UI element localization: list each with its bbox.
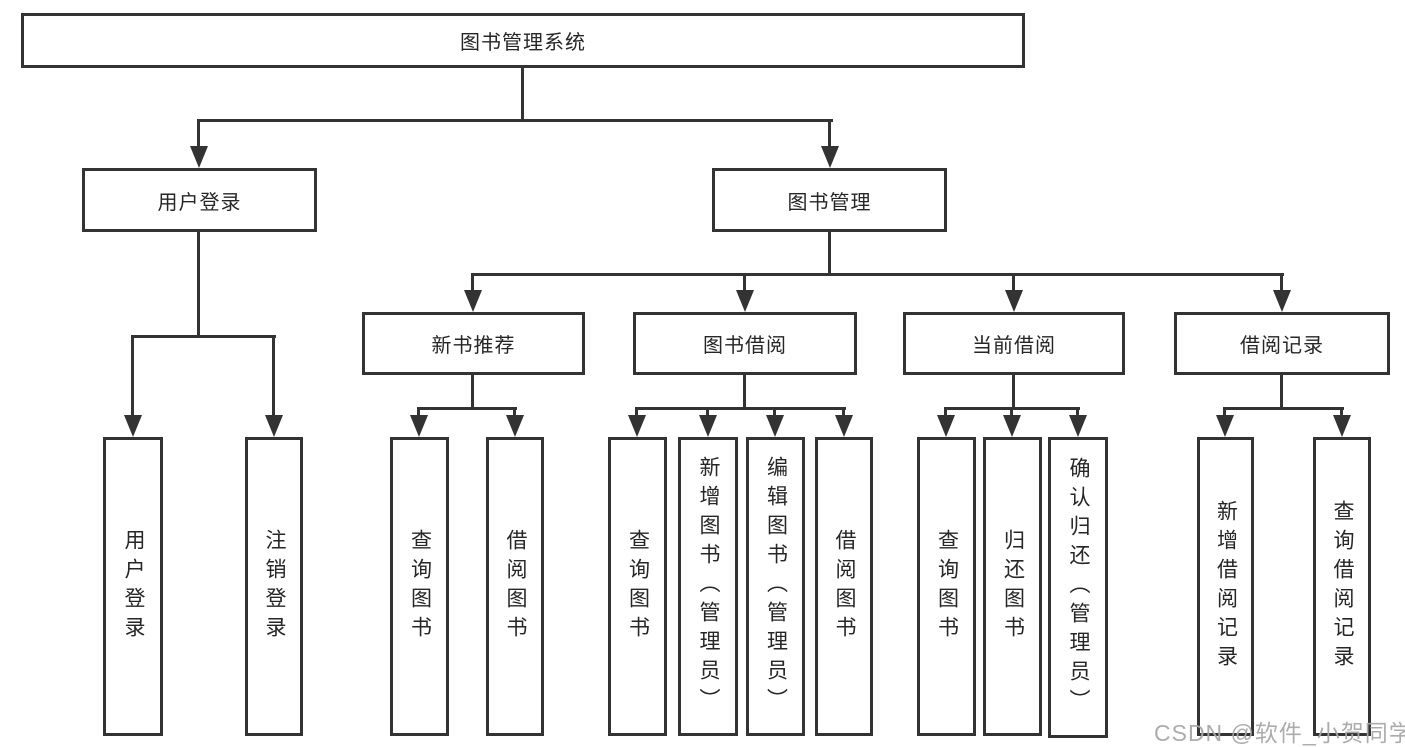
connector-cb-leaf3 xyxy=(1076,408,1079,418)
arrowhead-br-leaf2 xyxy=(1333,415,1351,437)
connector-user-login-split xyxy=(131,335,276,338)
node-root: 图书管理系统 xyxy=(21,13,1025,68)
node-new-book-recommend-label: 新书推荐 xyxy=(431,335,516,357)
connector-bb-leaf3 xyxy=(773,408,776,418)
connector-br-leaf1 xyxy=(1223,408,1226,418)
leaf-br-add-record-label: 新增借阅记录 xyxy=(1214,499,1238,674)
node-root-label: 图书管理系统 xyxy=(460,32,586,54)
arrowhead-bb-leaf1 xyxy=(628,415,646,437)
leaf-user-login: 用户登录 xyxy=(103,437,163,736)
node-borrow-records: 借阅记录 xyxy=(1174,312,1390,375)
arrowhead-cb-leaf2 xyxy=(1003,415,1021,437)
leaf-bb-edit-books-admin: 编辑图书（管理员） xyxy=(746,437,805,736)
connector-root-split xyxy=(197,119,833,122)
node-book-borrow: 图书借阅 xyxy=(633,312,857,375)
leaf-nb-borrow-books-label: 借阅图书 xyxy=(504,528,527,645)
arrowhead-bb-leaf3 xyxy=(766,415,784,437)
connector-to-book-management xyxy=(828,120,831,148)
arrowhead-book-borrow xyxy=(736,290,754,312)
connector-nb-leaf1 xyxy=(417,408,420,418)
leaf-bb-add-books-admin-label: 新增图书（管理员） xyxy=(697,456,720,717)
arrowhead-new-book xyxy=(464,290,482,312)
leaf-bb-add-books-admin: 新增图书（管理员） xyxy=(678,437,738,736)
node-new-book-recommend: 新书推荐 xyxy=(362,312,585,375)
arrowhead-logout-leaf xyxy=(265,415,283,437)
node-book-management: 图书管理 xyxy=(712,168,947,232)
connector-book-management-split xyxy=(471,273,1284,276)
leaf-nb-query-books-label: 查询图书 xyxy=(408,528,432,645)
connector-bb-leaf4 xyxy=(842,408,845,418)
connector-cb-leaf2 xyxy=(1010,408,1013,418)
leaf-br-query-record-label: 查询借阅记录 xyxy=(1331,499,1354,674)
connector-to-user-login xyxy=(197,120,200,148)
connector-to-logout-leaf xyxy=(272,336,275,416)
leaf-nb-borrow-books: 借阅图书 xyxy=(486,437,544,736)
connector-new-book-stem xyxy=(471,375,474,409)
connector-book-borrow-split xyxy=(635,407,846,410)
connector-to-book-borrow xyxy=(743,274,746,291)
arrowhead-bb-leaf2 xyxy=(699,415,717,437)
leaf-cb-query-books-label: 查询图书 xyxy=(935,528,959,645)
leaf-logout-label: 注销登录 xyxy=(263,528,286,645)
leaf-br-query-record: 查询借阅记录 xyxy=(1313,437,1371,736)
arrowhead-user-login xyxy=(190,146,208,168)
leaf-nb-query-books: 查询图书 xyxy=(390,437,449,736)
connector-user-login-stem xyxy=(197,232,200,337)
arrowhead-cb-leaf3 xyxy=(1069,415,1087,437)
node-user-login: 用户登录 xyxy=(82,168,317,232)
arrowhead-br-leaf1 xyxy=(1216,415,1234,437)
arrowhead-nb-leaf2 xyxy=(506,415,524,437)
leaf-br-add-record: 新增借阅记录 xyxy=(1197,437,1254,736)
arrowhead-nb-leaf1 xyxy=(410,415,428,437)
connector-br-leaf2 xyxy=(1340,408,1343,418)
node-book-management-label: 图书管理 xyxy=(787,191,872,214)
connector-nb-leaf2 xyxy=(513,408,516,418)
arrowhead-cb-leaf1 xyxy=(937,415,955,437)
connector-book-management-stem xyxy=(828,232,831,275)
connector-to-current-borrow xyxy=(1012,274,1015,291)
csdn-watermark: CSDN @软件_小贺同学 xyxy=(1154,720,1405,746)
node-current-borrow: 当前借阅 xyxy=(903,312,1125,375)
connector-current-borrow-stem xyxy=(1012,375,1015,409)
leaf-logout: 注销登录 xyxy=(245,437,303,736)
leaf-cb-confirm-return-admin: 确认归还（管理员） xyxy=(1048,437,1108,738)
leaf-bb-query-books: 查询图书 xyxy=(608,437,667,736)
connector-to-borrow-records xyxy=(1280,274,1283,291)
connector-bb-leaf2 xyxy=(706,408,709,418)
arrowhead-book-management xyxy=(821,146,839,168)
connector-borrow-records-split xyxy=(1223,407,1344,410)
node-current-borrow-label: 当前借阅 xyxy=(972,335,1056,357)
leaf-cb-query-books: 查询图书 xyxy=(917,437,976,736)
node-borrow-records-label: 借阅记录 xyxy=(1240,335,1324,357)
connector-new-book-split xyxy=(417,407,517,410)
leaf-user-login-label: 用户登录 xyxy=(122,528,145,645)
leaf-cb-return-books: 归还图书 xyxy=(983,437,1042,736)
connector-cb-leaf1 xyxy=(944,408,947,418)
leaf-cb-confirm-return-admin-label: 确认归还（管理员） xyxy=(1067,457,1090,718)
node-user-login-label: 用户登录 xyxy=(157,191,242,214)
leaf-bb-borrow-books: 借阅图书 xyxy=(815,437,873,736)
connector-bb-leaf1 xyxy=(635,408,638,418)
connector-to-login-leaf xyxy=(131,336,134,416)
connector-book-borrow-stem xyxy=(743,375,746,409)
leaf-bb-borrow-books-label: 借阅图书 xyxy=(833,528,856,645)
connector-root-stem xyxy=(521,68,524,121)
leaf-bb-query-books-label: 查询图书 xyxy=(626,528,650,645)
leaf-bb-edit-books-admin-label: 编辑图书（管理员） xyxy=(764,456,788,717)
node-book-borrow-label: 图书借阅 xyxy=(703,335,787,357)
arrowhead-bb-leaf4 xyxy=(835,415,853,437)
connector-to-new-book xyxy=(471,274,474,291)
connector-borrow-records-stem xyxy=(1280,375,1283,409)
arrowhead-login-leaf xyxy=(124,415,142,437)
arrowhead-current-borrow xyxy=(1005,290,1023,312)
leaf-cb-return-books-label: 归还图书 xyxy=(1001,528,1025,645)
arrowhead-borrow-records xyxy=(1273,290,1291,312)
